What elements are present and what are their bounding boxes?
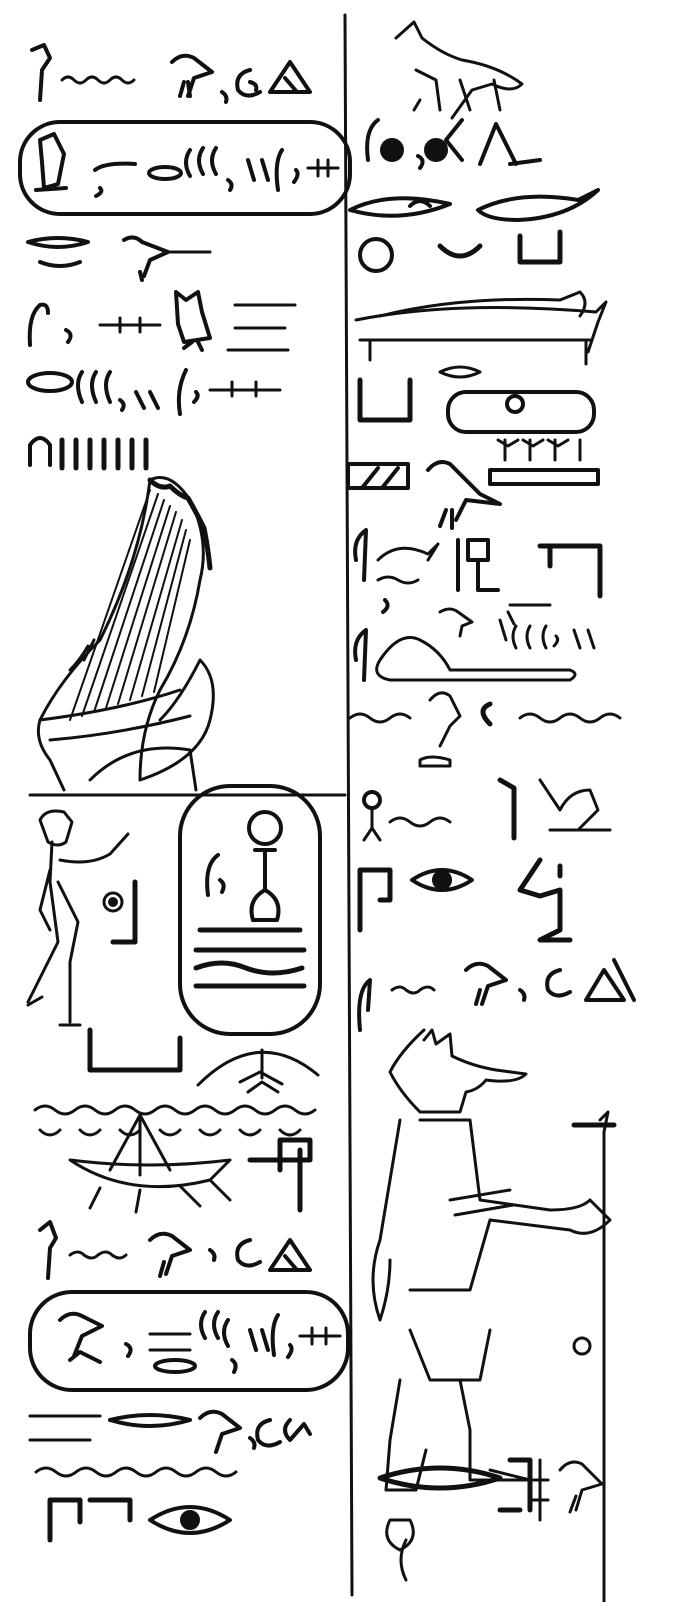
leg-glyph: [110, 879, 138, 945]
left-bottom-glyphs: [28, 1409, 312, 1543]
mummy-on-bier: [354, 290, 608, 379]
right-bottom-glyphs: [377, 1457, 604, 1582]
right-row-11-glyphs: [357, 958, 636, 1032]
left-row-4-glyphs: [27, 290, 297, 352]
harp-illustration: [36, 476, 215, 792]
cartouche-1: [18, 120, 352, 216]
column-divider: [343, 13, 354, 1597]
right-row-4-glyphs: [357, 377, 600, 486]
left-row-1-glyphs: [30, 43, 312, 104]
right-row-3-glyphs: [348, 188, 600, 273]
left-row-6-glyphs: [28, 436, 149, 471]
right-row-8-glyphs: [348, 691, 622, 768]
left-row-3-glyphs: [26, 235, 212, 282]
right-row-6-glyphs: [353, 528, 603, 642]
royal-cartouche: [178, 784, 322, 1036]
cartouche-2: [28, 1290, 350, 1392]
left-water-boat: [33, 1104, 317, 1214]
right-row-7-glyphs: [353, 624, 596, 682]
right-row-9-glyphs: [362, 777, 612, 842]
right-row-10-glyphs: [357, 857, 573, 943]
jackal-glyph: [394, 20, 524, 120]
right-row-2-glyphs: [365, 118, 542, 170]
left-row-repeat-glyphs: [38, 1220, 312, 1280]
dancer-figure: [26, 809, 130, 1027]
left-row-basket-glyphs: [87, 1027, 320, 1094]
sun-disk: [102, 891, 124, 913]
left-row-5-glyphs: [26, 368, 282, 416]
anubis-figure: [371, 1028, 617, 1602]
right-row-5-glyphs: [346, 460, 502, 530]
